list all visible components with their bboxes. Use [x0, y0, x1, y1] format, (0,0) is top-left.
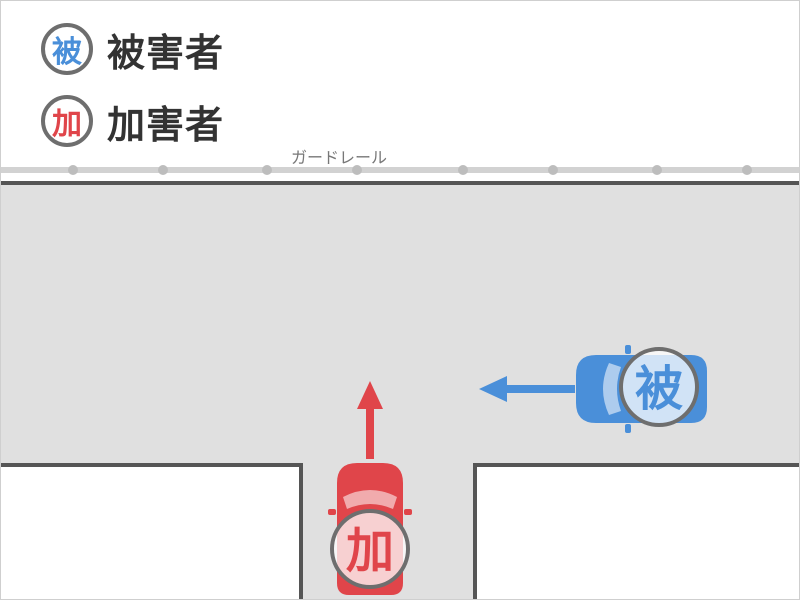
legend-label-victim: 被害者	[107, 30, 225, 75]
road-edges	[1, 181, 799, 599]
guardrail-label: ガードレール	[291, 148, 388, 167]
legend-label-perpetrator: 加害者	[107, 102, 225, 147]
perpetrator-direction-arrow	[357, 381, 383, 459]
legend-item-victim: 被 被害者	[41, 18, 224, 80]
guardrail	[1, 165, 799, 175]
victim-direction-arrow	[479, 376, 575, 402]
victim-vehicle-badge-text: 被	[635, 361, 683, 417]
perpetrator-vehicle-badge: 加	[330, 509, 410, 589]
perpetrator-vehicle-badge-text: 加	[346, 523, 394, 579]
victim-vehicle-badge: 被	[619, 347, 699, 427]
perpetrator-badge-icon: 加	[41, 95, 93, 147]
victim-badge-icon: 被	[41, 23, 93, 75]
legend-item-perpetrator: 加 加害者	[41, 90, 224, 152]
